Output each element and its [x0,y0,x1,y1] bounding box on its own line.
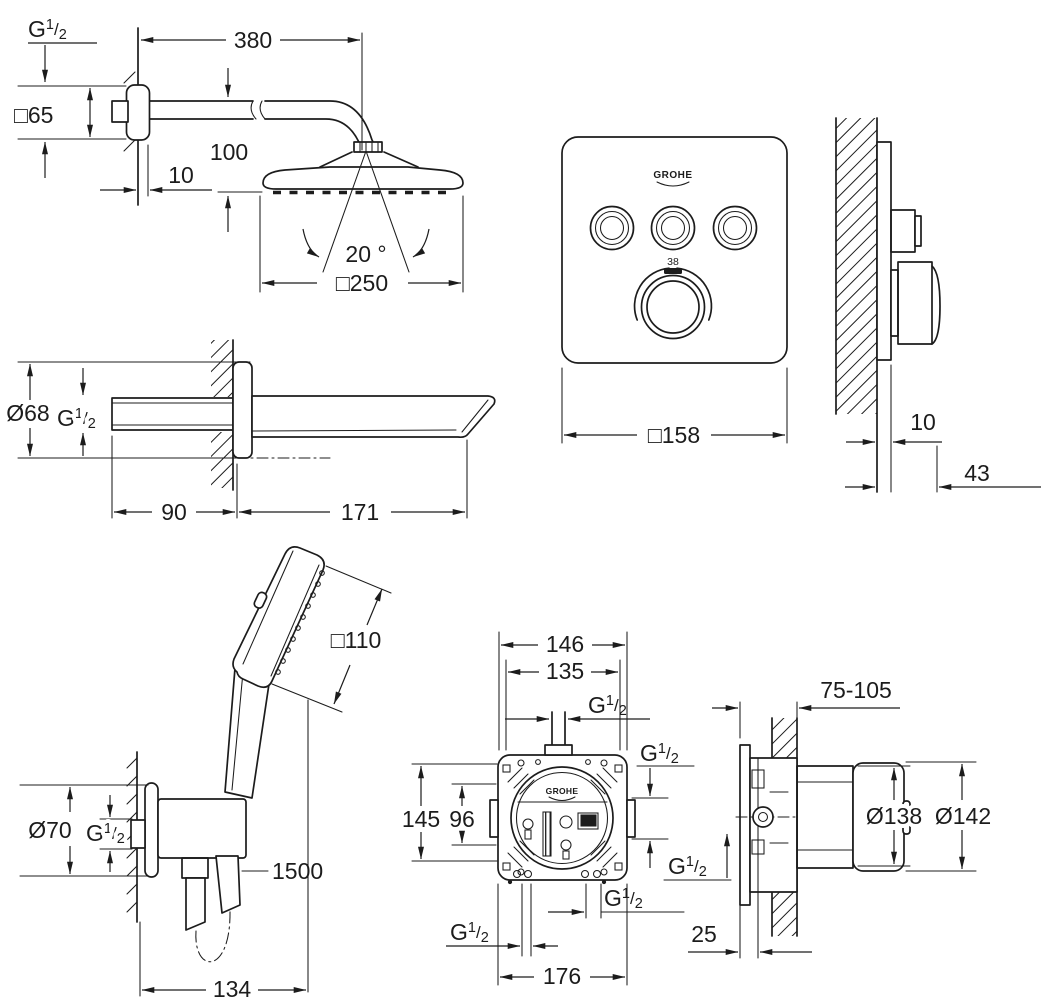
grohe-logo-icon: GROHE [653,170,692,187]
dim-total-depth: 43 [964,460,990,486]
dim-rough-bottomleft-thread: G1/2 [450,919,489,946]
hose-nut-icon [181,857,209,879]
dim-plate-size: □158 [648,422,700,448]
dim-body-diameter: Ø138 [866,803,922,829]
dim-rough-height: 145 [402,806,440,832]
dim-cover-diameter: Ø142 [935,803,991,829]
wall-hatch [836,118,877,414]
wall-hatch [211,432,233,488]
dim-holder-diameter: Ø70 [28,817,71,843]
select-button-icon [589,205,758,251]
ribbed-body [796,765,854,869]
dim-rough-inner-width: 135 [546,658,584,684]
inner-fittings-icons [522,811,599,860]
figure-smartcontrol-front: GROHE 38 □158 [561,136,788,448]
dim-rough-bottom-width: 176 [543,963,581,989]
bottom-ports [507,869,607,885]
spray-mode-button-icon [253,591,268,609]
wall-hatch [211,340,233,397]
svg-text:GROHE: GROHE [546,786,579,796]
dim-holder-width: 134 [213,976,252,1000]
dim-flange-size: □65 [14,102,53,128]
dim-spray-angle: 20 ° [345,241,386,267]
figure-head-shower: 20 ° G1/2 □65 380 100 10 □250 [14,16,464,296]
dim-handshower-size: □110 [331,627,382,653]
corner-mount-tabs [502,759,623,876]
upper-knob-icon [890,209,916,253]
dim-head-size: □250 [336,270,388,296]
figure-smartcontrol-side: 10 43 [835,117,1041,493]
dim-spout-thread: G1/2 [57,405,96,432]
dim-plate-offset-side: 25 [691,921,717,947]
dim-plate-offset: 10 [910,409,936,435]
thermostat-knob-icon [897,261,933,345]
dim-inlet-length: 90 [161,499,187,525]
dim-spout-diameter: Ø68 [6,400,49,426]
dim-rough-outer-width: 146 [546,631,584,657]
figure-bath-spout: Ø68 G1/2 90 171 [2,339,496,525]
supply-port-icon [752,806,774,828]
dim-head-thread: G1/2 [28,16,67,43]
dim-side-thread: G1/2 [668,853,707,880]
figure-rough-in-front: GROHE 146 135 G [402,631,695,989]
dim-spout-length: 171 [341,499,379,525]
dim-hose-length: 1500 [272,858,323,884]
dim-arm-length: 380 [234,27,272,53]
hand-shower-head [232,546,325,689]
dim-drop-height: 100 [210,139,248,165]
dim-rough-top-thread: G1/2 [588,692,627,719]
dim-depth-range: 75-105 [820,677,892,703]
grohe-logo-icon: GROHE [546,786,579,802]
figure-hand-shower-set: □110 Ø70 G1/2 1500 134 [19,546,392,1000]
dim-rough-right-thread: G1/2 [640,740,679,767]
dim-rough-port-spacing: 96 [449,806,475,832]
dim-wall-gap: 10 [168,162,194,188]
shower-holder [157,798,247,859]
dim-holder-thread: G1/2 [86,820,125,847]
dim-rough-bottomright-thread: G1/2 [604,885,643,912]
dial-temp-mark: 38 [667,256,679,268]
svg-text:GROHE: GROHE [653,170,692,181]
nozzle-face-icon [275,570,325,675]
thermostat-dial-icon: 38 [633,256,713,340]
figure-rough-in-side: 75-105 Ø138 Ø142 G1/2 25 [663,677,995,959]
